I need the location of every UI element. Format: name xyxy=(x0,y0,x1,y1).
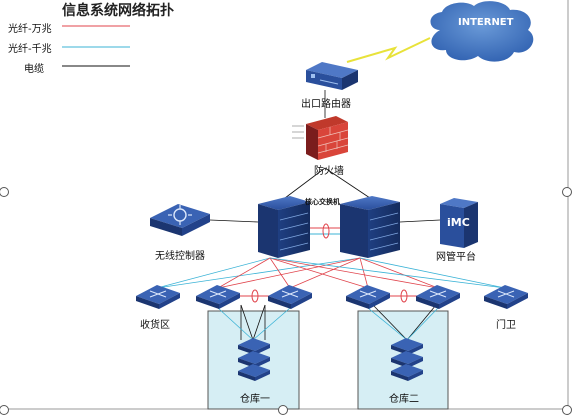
gate-label: 门卫 xyxy=(496,320,516,331)
core-link-aggregation-ring xyxy=(322,223,330,239)
access-switch-w2b-icon xyxy=(416,285,460,309)
core-switch-label: 核心交换机 xyxy=(305,198,340,206)
diagram-title: 信息系统网络拓扑 xyxy=(62,3,174,19)
warehouse2-switch-stack-icon xyxy=(391,338,423,381)
imc-server-icon xyxy=(440,198,478,248)
wan-link-bolt xyxy=(346,37,431,63)
warehouse2-label: 仓库二 xyxy=(389,394,419,405)
firewall-label: 防火墙 xyxy=(314,166,344,177)
router-icon xyxy=(306,62,358,90)
access-switch-w1a-icon xyxy=(196,285,240,309)
warehouse1-switch-stack-icon xyxy=(238,338,270,381)
imc-icon-text: iMC xyxy=(447,216,470,229)
selection-handle-right[interactable] xyxy=(562,187,572,197)
warehouse-downlinks xyxy=(217,307,439,341)
selection-handle-bottom-center[interactable] xyxy=(278,405,288,415)
firewall-icon xyxy=(292,116,349,160)
access-switch-receiving-icon xyxy=(136,285,180,309)
nms-label: 网管平台 xyxy=(436,252,476,263)
selection-handle-bottom-right[interactable] xyxy=(562,405,572,415)
wireless-controller-label: 无线控制器 xyxy=(155,251,205,262)
access-switch-w2a-icon xyxy=(346,285,390,309)
core-switch-2-icon xyxy=(340,196,400,258)
access-fibre-links xyxy=(156,257,506,289)
internet-label: INTERNET xyxy=(458,17,514,28)
selection-handle-left[interactable] xyxy=(0,187,9,197)
access-switch-gate-icon xyxy=(484,285,528,309)
warehouse1-label: 仓库一 xyxy=(240,394,270,405)
wireless-controller-icon xyxy=(150,204,210,236)
receiving-area-label: 收货区 xyxy=(140,320,170,331)
internet-cloud xyxy=(430,1,534,62)
legend-label-1g: 光纤-千兆 xyxy=(8,44,52,55)
legend-label-10g: 光纤-万兆 xyxy=(8,24,52,35)
core-switch-1-icon xyxy=(258,196,310,258)
router-label: 出口路由器 xyxy=(301,99,351,110)
access-switch-w1b-icon xyxy=(268,285,312,309)
legend-label-cable: 电缆 xyxy=(24,64,44,75)
cable-links xyxy=(209,90,441,341)
access-pair2-ring xyxy=(400,289,408,303)
access-pair1-ring xyxy=(251,289,259,303)
